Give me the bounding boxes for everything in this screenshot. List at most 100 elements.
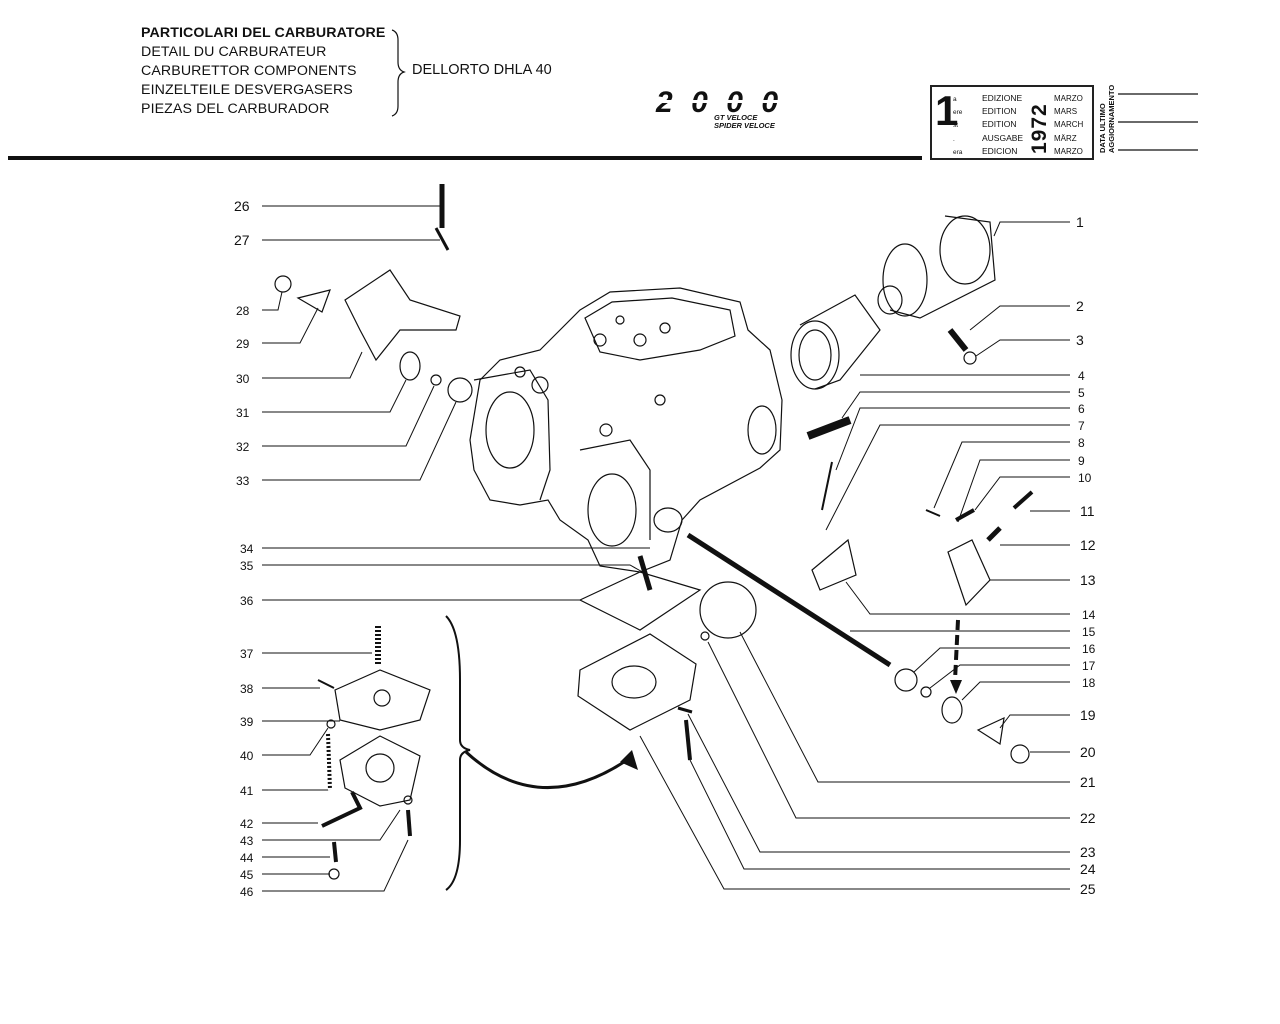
callout-18: 18 <box>1082 676 1096 690</box>
callout-28: 28 <box>236 304 250 318</box>
part-21-screw <box>700 631 710 641</box>
assembly-brace <box>445 615 471 891</box>
callout-10: 10 <box>1078 471 1092 485</box>
part-44-pin <box>332 841 338 863</box>
callout-21: 21 <box>1080 774 1096 790</box>
title-french: DETAIL DU CARBURATEUR <box>141 44 327 60</box>
part-32-washer <box>430 374 442 386</box>
callout-8: 8 <box>1078 436 1085 450</box>
carburettor-body <box>469 287 783 573</box>
part-21-disc <box>699 581 757 639</box>
edition-box: 1 a ere st . era EDIZIONE EDITION EDITIO… <box>930 85 1094 160</box>
callout-6: 6 <box>1078 402 1085 416</box>
part-14-lever <box>811 538 857 591</box>
carburettor-model: DELLORTO DHLA 40 <box>412 62 552 78</box>
title-german: EINZELTEILE DESVERGASERS <box>141 82 353 98</box>
callout-19: 19 <box>1080 707 1096 723</box>
edition-month: MARZO <box>1054 94 1083 103</box>
part-39-diaphragm <box>334 669 431 731</box>
part-46-screw <box>406 809 412 837</box>
part-13-bracket <box>947 539 991 607</box>
edition-month: MARCH <box>1054 120 1084 130</box>
assembly-arrow <box>464 750 631 789</box>
callout-29: 29 <box>236 337 250 351</box>
callouts-right: 1 2 3 4 5 6 7 8 9 10 11 12 13 14 15 16 1… <box>1076 214 1096 897</box>
part-38-pin <box>317 679 335 689</box>
part-43-washer <box>403 795 413 805</box>
air-horn <box>877 215 996 319</box>
title-italian: PARTICOLARI DEL CARBURATORE <box>141 25 386 41</box>
header-brace <box>391 29 406 117</box>
edition-name: EDITION <box>982 119 1017 130</box>
callout-37: 37 <box>240 647 254 661</box>
edition-month: MARS <box>1054 107 1078 117</box>
title-spanish: PIEZAS DEL CARBURADOR <box>141 101 330 117</box>
pump-body <box>339 735 421 807</box>
logo-subtitle: GT VELOCE SPIDER VELOCE <box>714 114 775 130</box>
callout-27: 27 <box>234 232 250 248</box>
edition-name: AUSGABE <box>982 132 1024 143</box>
edition-sup: ere <box>953 109 963 117</box>
callout-7: 7 <box>1078 419 1085 433</box>
edition-sup: st <box>953 122 959 130</box>
callout-9: 9 <box>1078 454 1085 468</box>
callout-24: 24 <box>1080 861 1096 877</box>
part-41-spring <box>326 733 332 791</box>
callout-44: 44 <box>240 851 254 865</box>
edition-superscripts: a ere st . era <box>953 93 962 159</box>
part-5-pin <box>806 416 852 440</box>
edition-sup: era <box>953 148 963 156</box>
part-8-pin <box>925 509 941 517</box>
callout-46: 46 <box>240 885 254 899</box>
part-40-washer <box>326 719 336 729</box>
callout-1: 1 <box>1076 214 1084 230</box>
callout-4: 4 <box>1078 369 1085 383</box>
arrow-head <box>950 680 962 694</box>
callout-26: 26 <box>234 198 250 214</box>
part-10-screw <box>955 508 975 522</box>
callout-12: 12 <box>1080 537 1096 553</box>
callout-35: 35 <box>240 559 254 573</box>
header-rule <box>8 156 922 160</box>
callout-5: 5 <box>1078 386 1085 400</box>
arrow-head <box>620 750 638 770</box>
callout-11: 11 <box>1080 503 1095 519</box>
callout-15: 15 <box>1082 625 1096 639</box>
part-16-bearing <box>894 668 918 692</box>
edition-number: 1 <box>935 87 959 134</box>
callout-2: 2 <box>1076 298 1084 314</box>
part-23-screw <box>684 719 692 761</box>
part-29-tab <box>296 289 331 313</box>
title-block: PARTICOLARI DEL CARBURATORE DETAIL DU CA… <box>141 24 385 119</box>
leader-lines <box>262 205 1070 892</box>
part-17-washer <box>920 686 932 698</box>
callout-38: 38 <box>240 682 254 696</box>
part-28-nut <box>274 275 292 293</box>
logo-sub-gt: GT VELOCE <box>714 113 758 122</box>
callout-45: 45 <box>240 868 254 882</box>
callout-17: 17 <box>1082 659 1096 673</box>
edition-name: EDIZIONE <box>982 93 1023 103</box>
edition-sup: . <box>953 135 955 143</box>
callout-3: 3 <box>1076 332 1084 348</box>
part-20-nut <box>1010 744 1030 764</box>
part-22-washer <box>677 706 693 714</box>
part-19-tab <box>976 716 1005 745</box>
callout-33: 33 <box>236 474 250 488</box>
part-3-nut <box>963 351 977 365</box>
title-english: CARBURETTOR COMPONENTS <box>141 63 357 79</box>
callout-22: 22 <box>1080 810 1096 826</box>
part-2-jet <box>947 328 969 352</box>
logo-sub-spider: SPIDER VELOCE <box>714 121 775 130</box>
part-30-lever <box>344 269 461 362</box>
callout-36: 36 <box>240 594 254 608</box>
edition-sup: a <box>953 96 957 103</box>
part-31-cam <box>399 351 421 381</box>
callout-23: 23 <box>1080 844 1096 860</box>
part-15-shaft <box>686 532 892 668</box>
part-27-spring <box>434 227 450 251</box>
callout-16: 16 <box>1082 642 1096 656</box>
callout-40: 40 <box>240 749 254 763</box>
part-12-spring <box>986 526 1002 542</box>
callouts-left: 26 27 28 29 30 31 32 33 34 35 36 37 38 3… <box>234 198 254 899</box>
